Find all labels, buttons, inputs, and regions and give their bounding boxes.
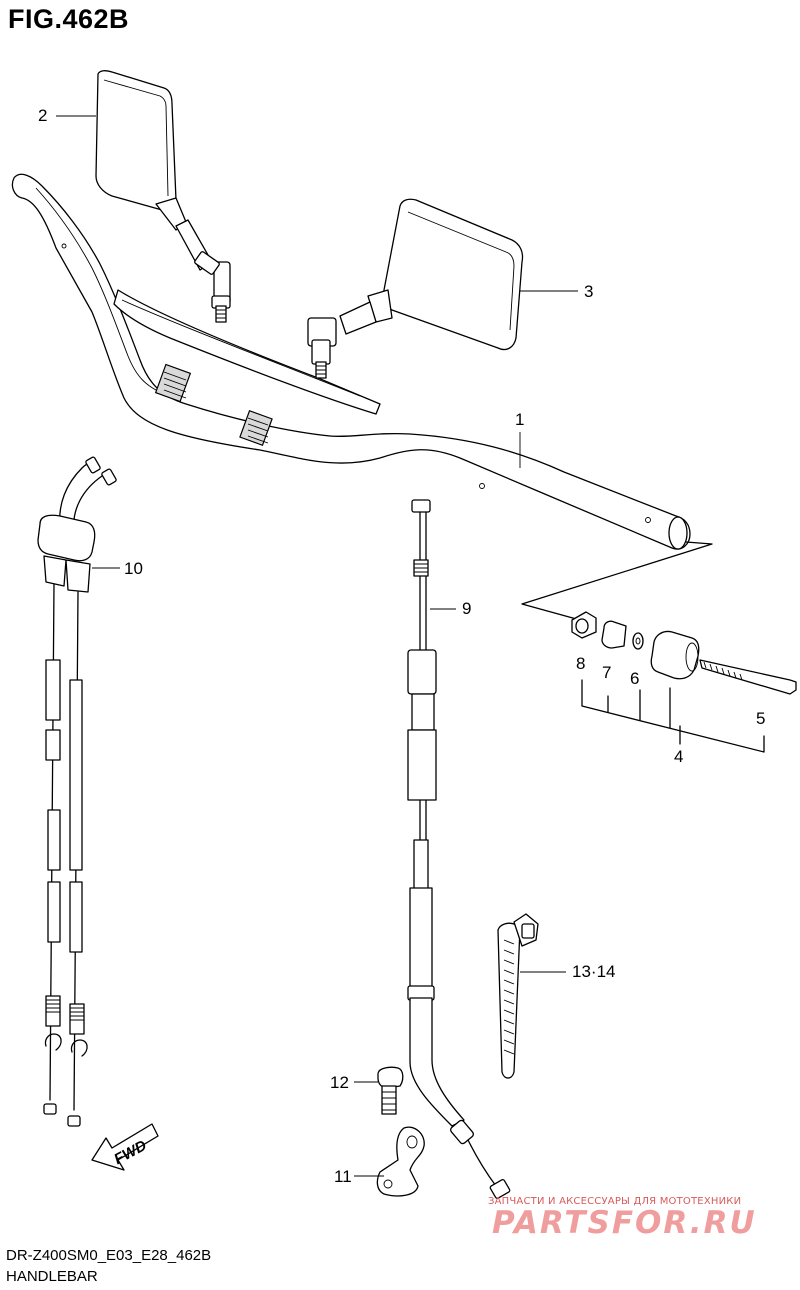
clamp-part-11 [376,1126,425,1197]
clutch-cable [407,499,511,1199]
callout-1: 1 [515,410,525,429]
cable-tie-part-13-14 [497,913,539,1079]
callout-3: 3 [584,282,594,301]
watermark-tagline: ЗАПЧАСТИ И АКСЕССУАРЫ ДЛЯ МОТОТЕХНИКИ [488,1196,742,1207]
right-mirror [307,198,524,379]
assembly-guide-line [521,541,713,621]
bracket-lines [581,679,765,753]
callout-12: 12 [330,1073,349,1092]
fwd-arrow: FWD [91,1123,159,1171]
callout-8: 8 [576,654,586,673]
bar-end-assembly [571,611,797,695]
callout-5: 5 [756,709,766,728]
callout-10: 10 [124,559,143,578]
callout-11: 11 [334,1167,352,1186]
part-4-weight [650,630,700,680]
watermark-brand: PARTSFOR.RU [492,1205,757,1241]
callout-9: 9 [462,599,472,618]
handlebar [11,173,691,550]
callout-13-14: 13·14 [572,962,616,981]
throttle-cables [37,456,117,1127]
callout-2: 2 [38,106,48,125]
footer-model-code: DR-Z400SM0_E03_E28_462B [6,1247,212,1264]
callout-7: 7 [602,663,612,682]
part-5-screw [699,659,797,695]
bolt-part-12 [377,1066,404,1115]
part-6-washer [632,632,644,650]
footer-section-name: HANDLEBAR [6,1268,98,1285]
callout-4: 4 [674,747,684,766]
leader-lines [56,115,578,1177]
part-7-collar [601,620,627,649]
callout-6: 6 [630,669,640,688]
figure-title: FIG.462B [8,4,130,34]
left-mirror [95,70,231,323]
